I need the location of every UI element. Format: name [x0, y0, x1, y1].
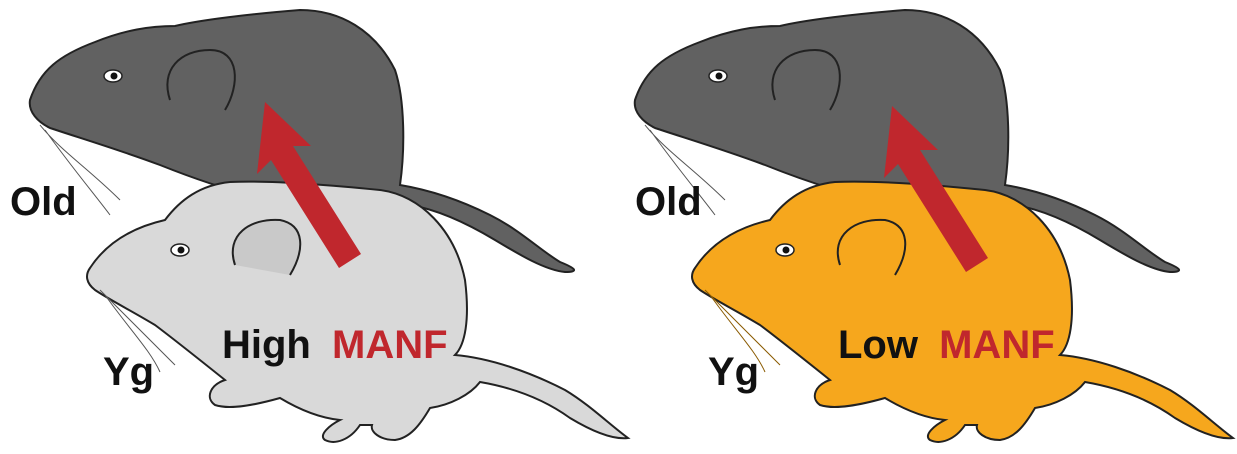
young-label: Yg [708, 350, 759, 394]
panel-low-manf: Old Yg Low MANF [635, 10, 1233, 442]
panel-high-manf: Old Yg High MANF [10, 10, 628, 442]
condition-label: High MANF [222, 323, 448, 367]
young-label: Yg [103, 350, 154, 394]
young-mouse-illustration [87, 182, 628, 442]
old-label: Old [10, 180, 77, 224]
level-word: High [222, 323, 311, 367]
level-word: Low [838, 323, 919, 367]
condition-label: Low MANF [838, 323, 1055, 367]
protein-name: MANF [939, 323, 1055, 367]
protein-name: MANF [332, 323, 448, 367]
old-label: Old [635, 180, 702, 224]
